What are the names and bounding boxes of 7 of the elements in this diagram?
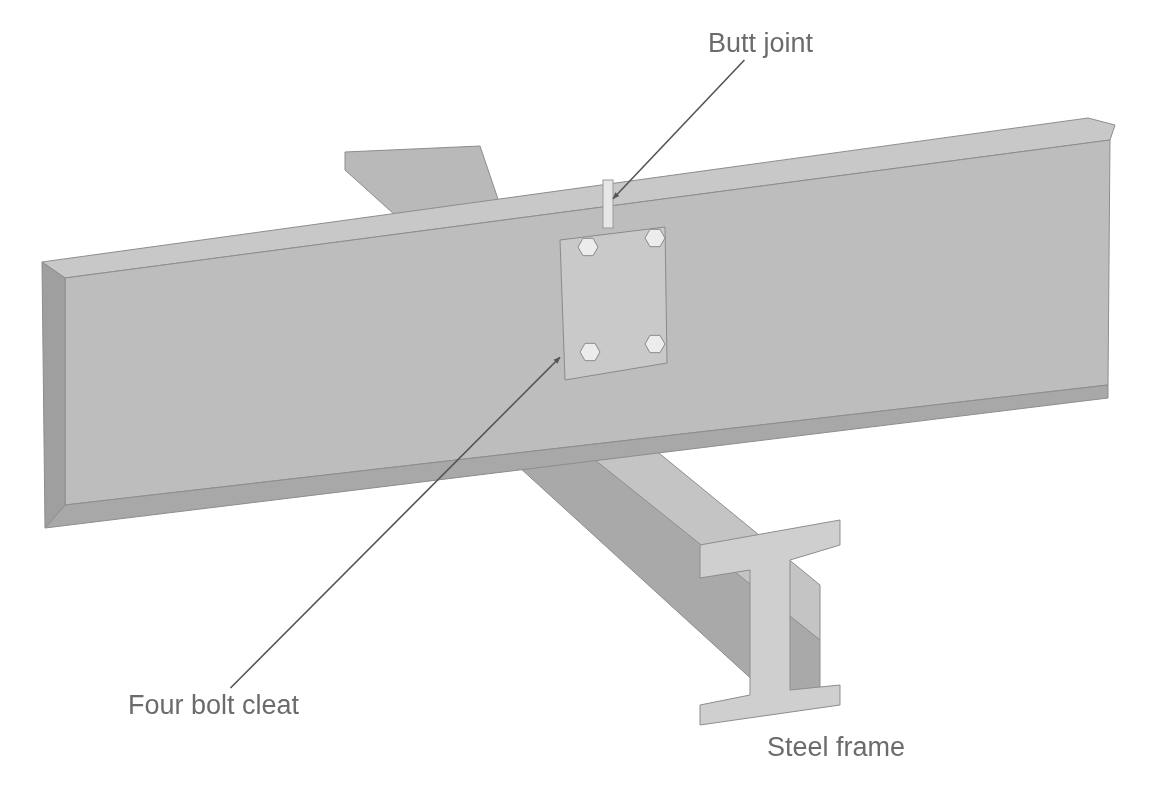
cleat-plate bbox=[559, 226, 668, 381]
butt-joint-gap bbox=[602, 179, 614, 229]
callout-text: Butt joint bbox=[708, 26, 814, 60]
part-label: Steel frame bbox=[767, 731, 906, 764]
callout-text: Four bolt cleat bbox=[128, 688, 300, 722]
leader-line bbox=[229, 356, 561, 689]
leader-line bbox=[612, 59, 746, 200]
